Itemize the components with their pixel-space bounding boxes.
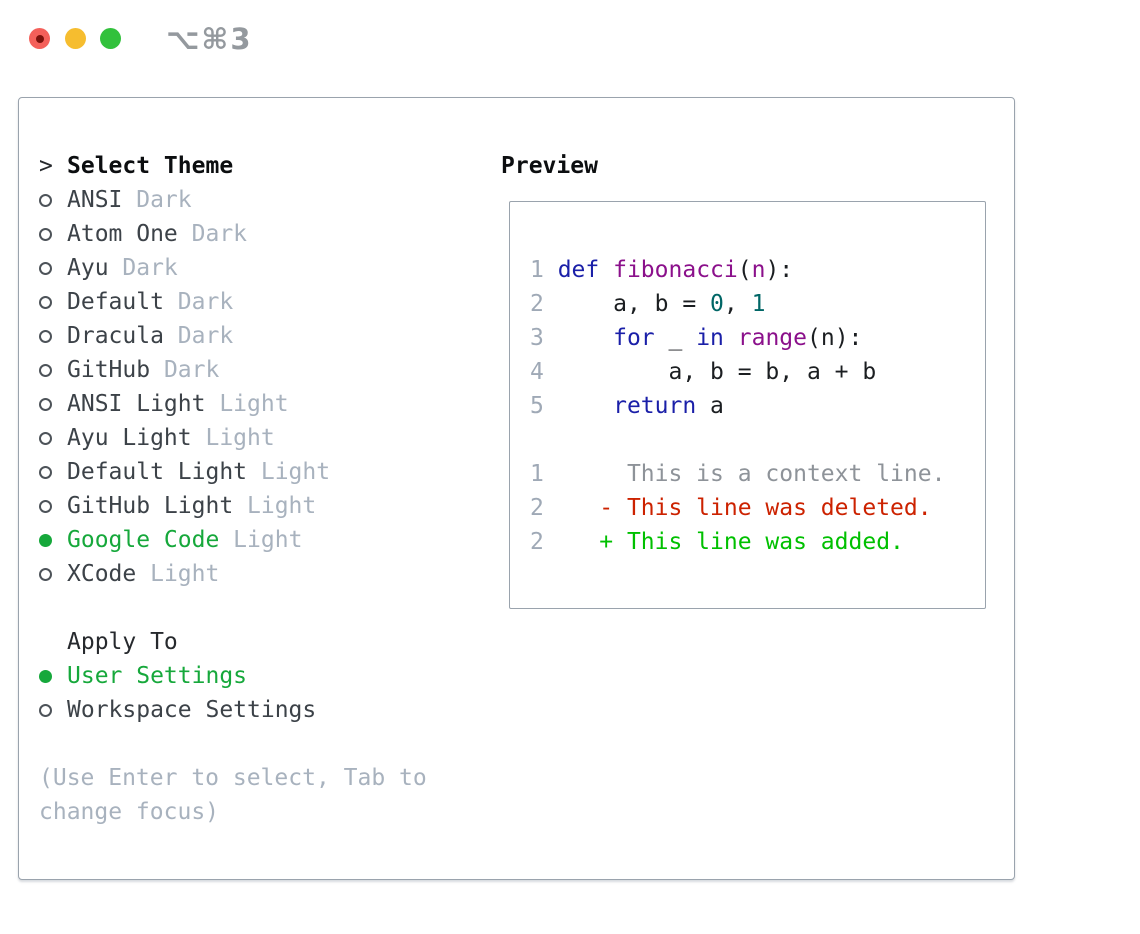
maximize-button[interactable] — [100, 28, 121, 49]
window-shortcut-label: ⌥⌘3 — [166, 22, 253, 56]
focus-marker-icon: > — [39, 153, 53, 179]
radio-icon — [39, 499, 67, 513]
option-variant-label: Dark — [122, 187, 192, 213]
code-line: 5 return a — [530, 393, 724, 419]
option-label: GitHub Light — [67, 493, 234, 519]
radio-icon — [39, 295, 67, 309]
option-label: Dracula — [67, 323, 164, 349]
option-variant-label: Light — [233, 493, 317, 519]
code-line: 1 def fibonacci(n): — [530, 257, 794, 283]
spacer — [39, 727, 479, 761]
theme-option-dracula[interactable]: Dracula Dark — [39, 319, 479, 353]
code-line: 3 for _ in range(n): — [530, 325, 863, 351]
option-label: ANSI — [67, 187, 123, 213]
radio-icon — [39, 193, 67, 207]
code-line: 2 + This line was added. — [530, 529, 904, 555]
radio-selected-icon — [39, 533, 67, 547]
theme-option-xcode[interactable]: XCode Light — [39, 557, 479, 591]
radio-icon — [39, 567, 67, 581]
option-variant-label: Dark — [150, 357, 220, 383]
option-label: Ayu Light — [67, 425, 192, 451]
option-label: Default Light — [67, 459, 248, 485]
theme-option-github[interactable]: GitHub Dark — [39, 353, 479, 387]
radio-icon — [39, 397, 67, 411]
preview-pane: 1 def fibonacci(n): 2 a, b = 0, 1 3 for _ … — [509, 201, 986, 609]
option-variant-label: Light — [219, 527, 303, 553]
option-variant-label: Light — [191, 425, 275, 451]
apply-to-header: Apply To — [39, 625, 479, 659]
close-dot-icon — [35, 34, 44, 43]
theme-option-ansi-light[interactable]: ANSI Light Light — [39, 387, 479, 421]
apply-option-user-settings[interactable]: User Settings — [39, 659, 479, 693]
minimize-button[interactable] — [65, 28, 86, 49]
radio-icon — [39, 329, 67, 343]
option-label: ANSI Light — [67, 391, 206, 417]
spacer — [39, 591, 479, 625]
hint-line: (Use Enter to select, Tab to — [39, 765, 427, 791]
option-label: User Settings — [67, 663, 248, 689]
theme-option-atom-one[interactable]: Atom One Dark — [39, 217, 479, 251]
hint-line: change focus) — [39, 799, 220, 825]
apply-option-workspace-settings[interactable]: Workspace Settings — [39, 693, 479, 727]
radio-icon — [39, 431, 67, 445]
option-label: Ayu — [67, 255, 109, 281]
radio-icon — [39, 363, 67, 377]
theme-option-ayu-light[interactable]: Ayu Light Light — [39, 421, 479, 455]
select-theme-header: > Select Theme — [39, 149, 479, 183]
option-label: Atom One — [67, 221, 178, 247]
option-label: Default — [67, 289, 164, 315]
option-variant-label: Dark — [177, 221, 248, 247]
option-variant-label: Light — [247, 459, 331, 485]
code-line: 1 This is a context line. — [530, 461, 946, 487]
option-label: Workspace Settings — [67, 697, 317, 723]
theme-option-google-code[interactable]: Google Code Light — [39, 523, 479, 557]
theme-option-ayu[interactable]: Ayu Dark — [39, 251, 479, 285]
code-block: 1 def fibonacci(n): 2 a, b = 0, 1 3 for _ … — [530, 253, 985, 559]
select-theme-title: Select Theme — [67, 153, 234, 179]
close-button[interactable] — [29, 28, 50, 49]
radio-icon — [39, 261, 67, 275]
option-variant-label: Light — [205, 391, 289, 417]
hint-text: (Use Enter to select, Tab to change focus… — [39, 761, 479, 829]
radio-icon — [39, 465, 67, 479]
theme-option-ansi[interactable]: ANSI Dark — [39, 183, 479, 217]
preview-title: Preview — [501, 153, 598, 179]
radio-icon — [39, 227, 67, 241]
code-line: 4 a, b = b, a + b — [530, 359, 877, 385]
radio-icon — [39, 703, 67, 717]
code-line — [530, 423, 985, 457]
theme-option-github-light[interactable]: GitHub Light Light — [39, 489, 479, 523]
theme-option-default[interactable]: Default Dark — [39, 285, 479, 319]
option-variant-label: Dark — [163, 323, 234, 349]
code-line: 2 a, b = 0, 1 — [530, 291, 766, 317]
code-line: 2 - This line was deleted. — [530, 495, 932, 521]
option-variant-label: Dark — [163, 289, 234, 315]
option-variant-label: Light — [136, 561, 220, 587]
option-label: Google Code — [67, 527, 220, 553]
option-label: GitHub — [67, 357, 151, 383]
option-variant-label: Dark — [108, 255, 178, 281]
theme-option-default-light[interactable]: Default Light Light — [39, 455, 479, 489]
radio-selected-icon — [39, 669, 67, 683]
apply-to-title: Apply To — [67, 629, 178, 655]
option-label: XCode — [67, 561, 137, 587]
